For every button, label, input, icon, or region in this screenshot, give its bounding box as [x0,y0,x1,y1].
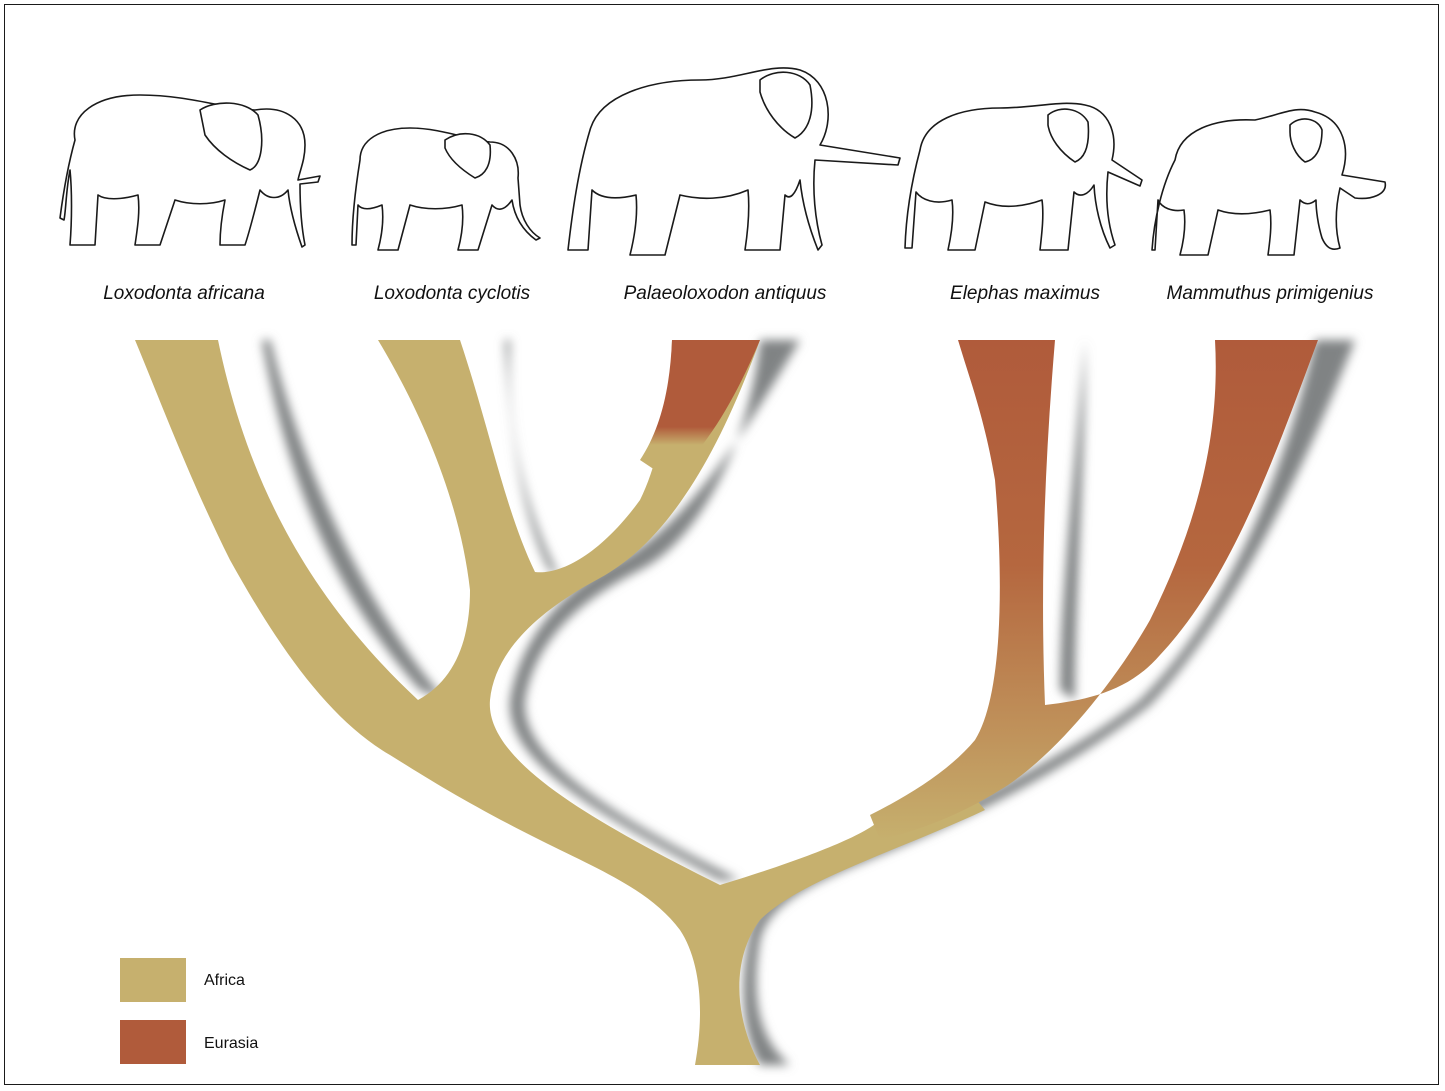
elephas-maximus-icon [905,103,1142,250]
species-label: Elephas maximus [950,283,1100,304]
eurasia-branches [870,340,1318,840]
elephant-illustrations [60,68,1385,255]
species-label: Loxodonta cyclotis [374,283,531,304]
legend-swatch-eurasia [120,1020,186,1064]
palaeoloxodon-antiquus-icon [568,68,900,255]
species-label: Mammuthus primigenius [1167,283,1374,304]
loxodonta-cyclotis-icon [352,128,540,250]
mammuthus-primigenius-icon [1152,110,1385,255]
loxodonta-africana-icon [60,95,320,247]
africa-branches [135,340,985,1065]
species-labels: Loxodonta africana Loxodonta cyclotis Pa… [103,283,1374,304]
species-label: Loxodonta africana [103,283,265,304]
legend: Africa Eurasia [120,958,258,1064]
species-label: Palaeoloxodon antiquus [624,283,827,304]
legend-label: Africa [204,972,245,989]
legend-label: Eurasia [204,1035,258,1052]
legend-swatch-africa [120,958,186,1002]
